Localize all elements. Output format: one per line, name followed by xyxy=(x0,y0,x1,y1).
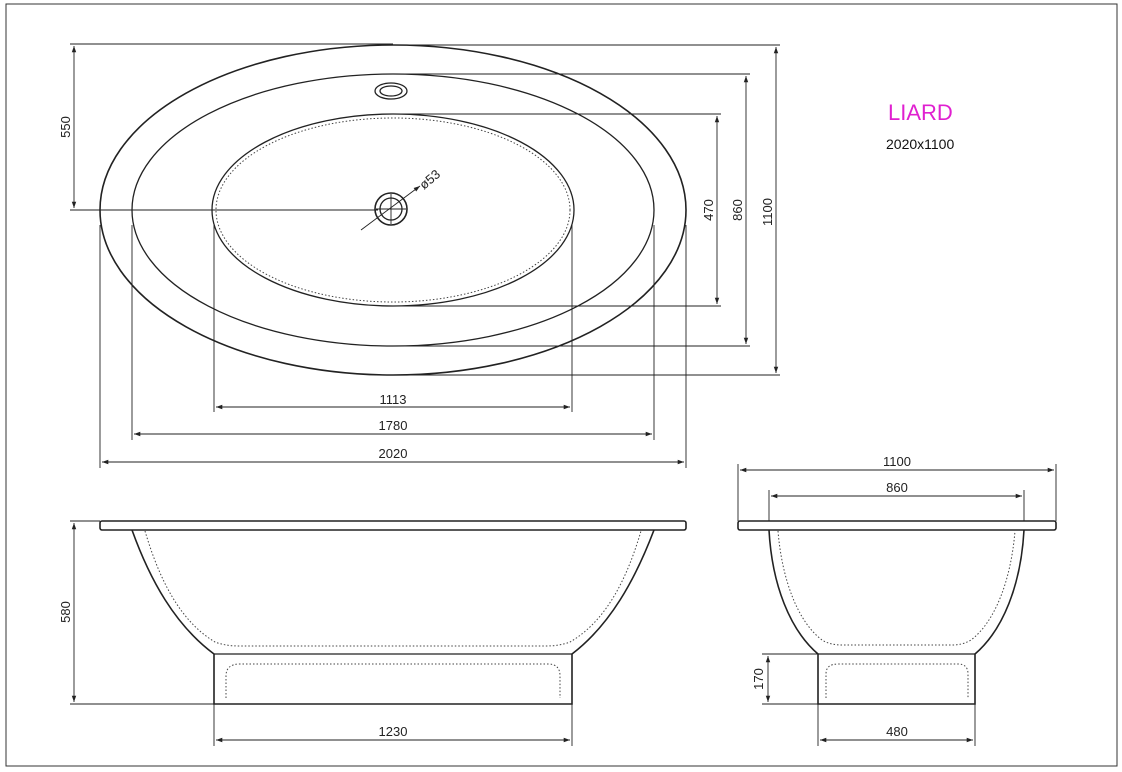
product-size: 2020x1100 xyxy=(886,136,954,152)
drawing-frame xyxy=(5,3,1118,767)
end-inner-hidden xyxy=(777,530,1016,646)
overflow-icon xyxy=(374,82,408,100)
dim-base-height: 170 xyxy=(751,668,766,690)
end-base-hidden xyxy=(825,663,969,698)
drain-icon xyxy=(374,192,408,226)
dim-drain-offset: 550 xyxy=(58,116,73,138)
dim-rim-length: 1780 xyxy=(379,418,408,433)
side-base-hidden xyxy=(225,663,561,698)
dim-inner-length: 1113 xyxy=(380,392,407,407)
side-rim xyxy=(99,520,687,531)
side-shell xyxy=(131,529,655,705)
side-view: 580 1230 xyxy=(58,520,687,746)
dim-overall-width: 1100 xyxy=(760,198,775,226)
top-view: ø53 550 1100 860 470 1113 1780 2020 xyxy=(58,43,780,468)
dim-rim-width: 860 xyxy=(730,199,745,221)
product-name: LIARD xyxy=(888,100,953,125)
end-view: 1100 860 170 480 xyxy=(737,454,1057,746)
dim-height: 580 xyxy=(58,601,73,623)
dim-overall-length: 2020 xyxy=(379,446,408,461)
side-inner-hidden xyxy=(144,530,642,647)
overflow-inner xyxy=(379,85,403,97)
end-shell xyxy=(768,529,1025,705)
end-rim xyxy=(737,520,1057,531)
drain-diameter-label: ø53 xyxy=(416,166,443,192)
basin-hidden-line xyxy=(215,117,571,303)
dim-base-length: 1230 xyxy=(379,724,408,739)
dim-end-rim-width: 860 xyxy=(886,480,908,495)
dim-inner-width: 470 xyxy=(701,199,716,221)
dim-end-overall-width: 1100 xyxy=(883,454,911,469)
dim-base-width: 480 xyxy=(886,724,908,739)
